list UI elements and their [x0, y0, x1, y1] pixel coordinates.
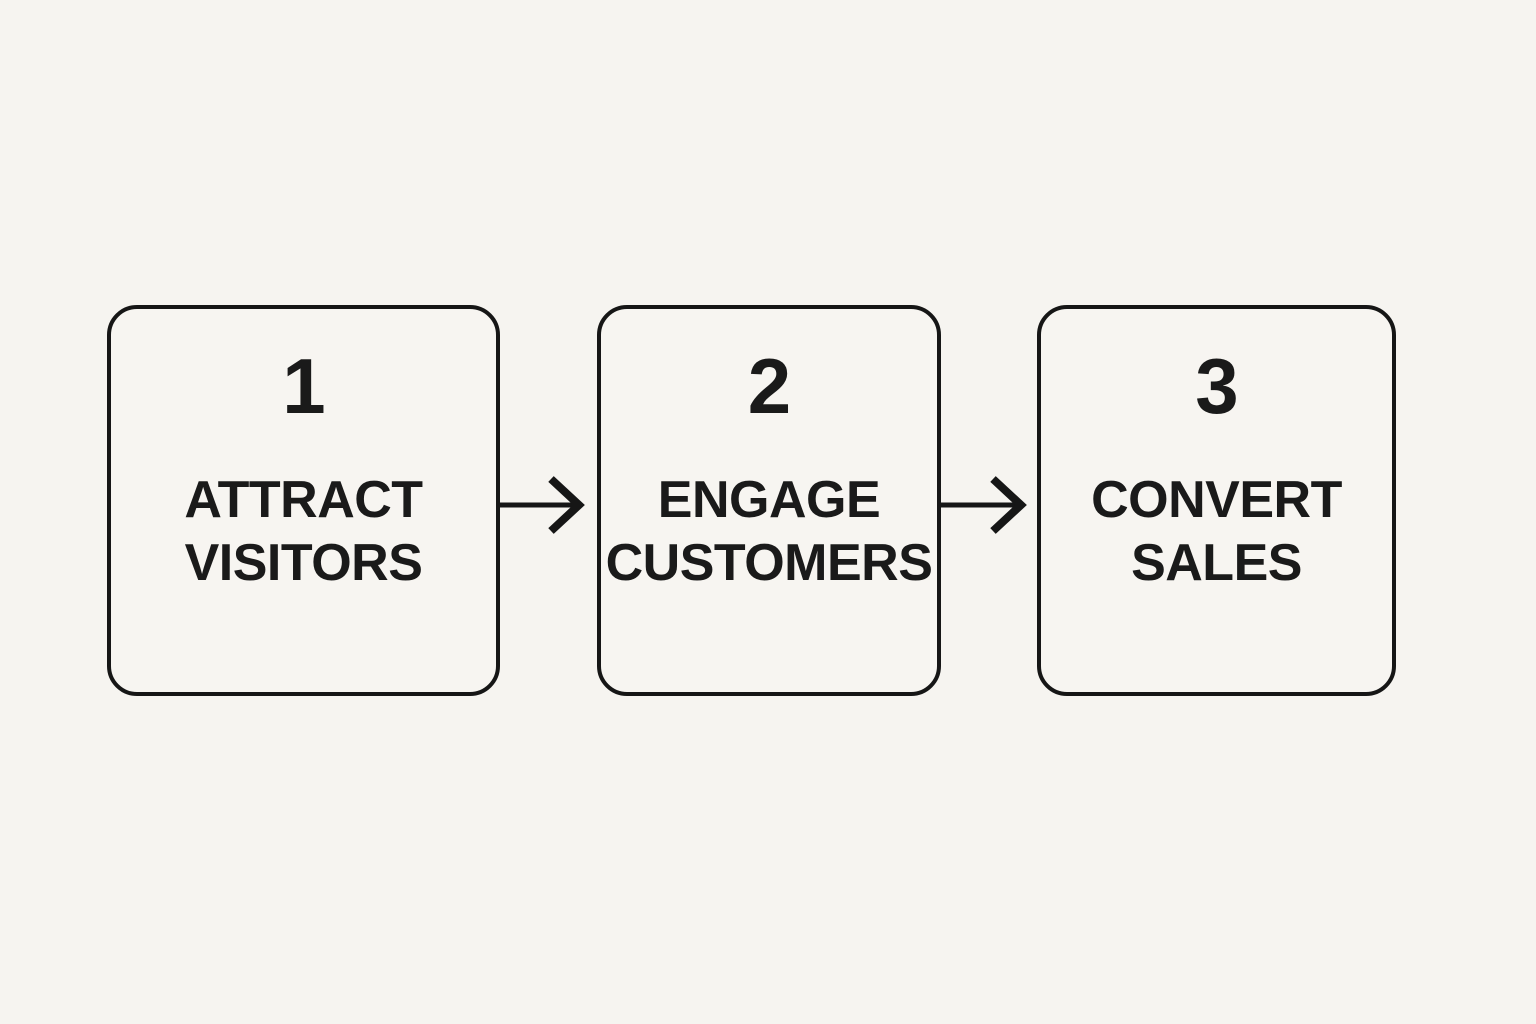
right-arrow-icon — [499, 465, 587, 545]
step-box-attract-visitors: 1 ATTRACT VISITORS — [107, 305, 500, 696]
right-arrow-icon — [941, 465, 1029, 545]
step-label: ATTRACT VISITORS — [184, 471, 423, 592]
step-label: ENGAGE CUSTOMERS — [605, 471, 933, 592]
step-box-engage-customers: 2 ENGAGE CUSTOMERS — [597, 305, 941, 696]
step-number: 3 — [1195, 342, 1238, 430]
step-box-convert-sales: 3 CONVERT SALES — [1037, 305, 1396, 696]
step-number: 2 — [747, 342, 791, 430]
step-number: 1 — [282, 342, 325, 430]
step-label: CONVERT SALES — [1091, 471, 1342, 592]
